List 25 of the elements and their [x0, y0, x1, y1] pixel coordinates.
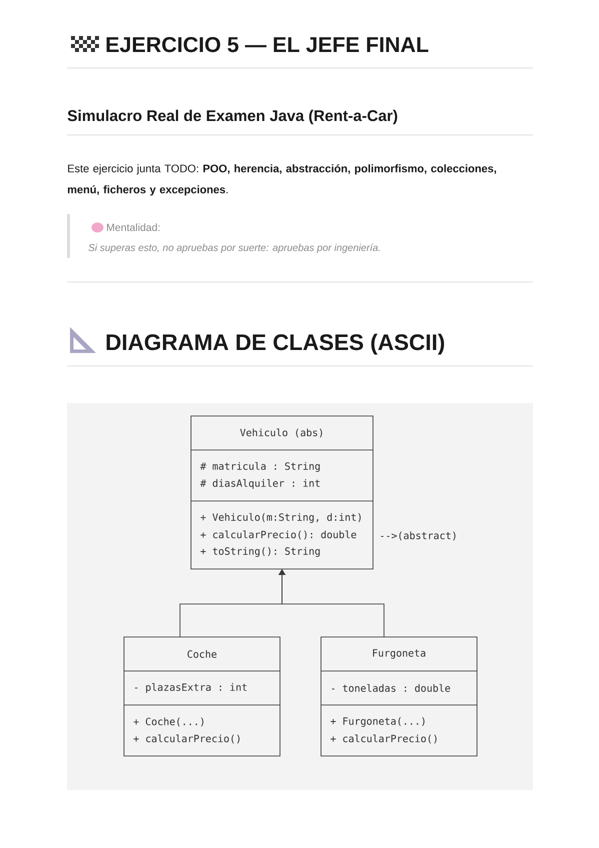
method-text: + Coche(...) — [134, 718, 204, 726]
subheading: Simulacro Real de Examen Java (Rent-a-Car) — [68, 110, 398, 124]
paragraph: Este ejercicio junta TODO: POO, herencia, abstracción, polimorfismo, colecciones, menú, ficheros y excepciones. — [68, 164, 496, 196]
class-box — [320, 636, 478, 756]
title: EJERCICIO 5 — EL JEFE FINAL — [106, 37, 428, 52]
class-box — [124, 636, 280, 756]
class-name: Coche — [188, 650, 216, 658]
class-name: Vehiculo (abs) — [240, 428, 322, 438]
class-name: Furgoneta — [373, 649, 426, 659]
section-heading: DIAGRAMA DE CLASES (ASCII) — [106, 334, 444, 355]
class-box — [190, 416, 374, 570]
attribute-text: # matricula : String — [200, 462, 320, 472]
method-text: + calcularPrecio(): double — [200, 530, 356, 540]
quote-label: Mentalidad: — [107, 223, 160, 232]
method-text: + Furgoneta(...) — [330, 717, 424, 727]
note-text: -->(abstract) — [380, 532, 456, 540]
inheritance-arrow — [278, 569, 384, 638]
attribute-text: - plazasExtra : int — [134, 683, 247, 693]
quote-text: Si superas esto, no apruebas por suerte: apruebas por ingeniería. — [88, 244, 380, 254]
attribute-text: - toneladas : double — [332, 684, 450, 692]
method-text: + Vehiculo(m:String, d:int) — [200, 513, 361, 523]
method-text: + calcularPrecio() — [330, 734, 436, 744]
method-text: + calcularPrecio() — [134, 734, 240, 744]
attribute-text: # diasAlquiler : int — [200, 479, 320, 489]
method-text: + toString(): String — [200, 547, 320, 557]
